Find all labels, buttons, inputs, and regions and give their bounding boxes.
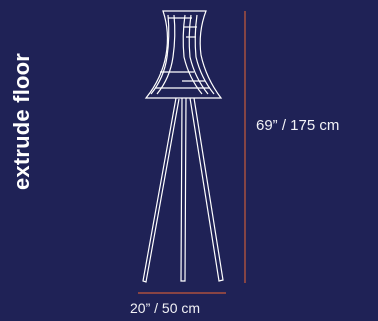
- width-dimension-label: 20” / 50 cm: [130, 300, 201, 316]
- lamp-shade: [144, 10, 223, 99]
- height-dimension-label: 69” / 175 cm: [256, 117, 340, 134]
- product-title: extrude floor: [9, 52, 34, 190]
- tripod-legs: [142, 97, 224, 283]
